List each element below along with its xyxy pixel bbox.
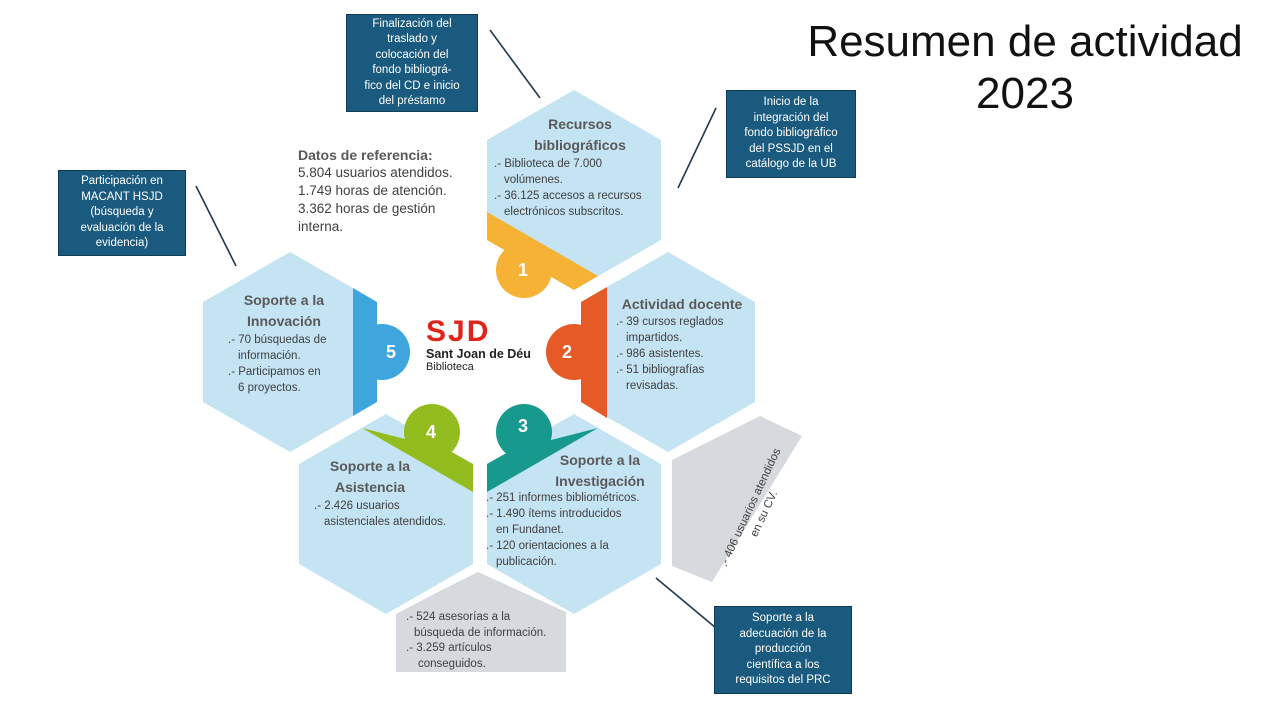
logo-name: Sant Joan de Déu [426, 347, 531, 361]
gray-note-cv-shape [672, 416, 802, 582]
list-item: .- 524 asesorías a la [406, 611, 511, 623]
list-item: .- 51 bibliografías [616, 364, 705, 376]
list-item: en Fundanet. [496, 524, 564, 536]
list-item: impartidos. [626, 332, 683, 344]
list-item: 6 proyectos. [238, 382, 301, 394]
number-badge-3: 3 [517, 416, 528, 436]
gray-note-asesorias-text: .- 524 asesorías a la búsqueda de inform… [406, 610, 566, 672]
sjd-logo: SJD Sant Joan de Déu Biblioteca [426, 315, 531, 374]
list-item: electrónicos subscritos. [504, 206, 624, 218]
callout-integracion: Inicio de la integración del fondo bibli… [726, 90, 856, 178]
callout-macant: Participación en MACANT HSJD (búsqueda y… [58, 170, 186, 256]
hex-recursos-items: .- Biblioteca de 7.000 volúmenes. .- 36.… [494, 156, 654, 220]
gray-note-asesorias-shape [396, 572, 566, 672]
number-badge-4: 4 [425, 422, 436, 442]
callout-recursos: Finalización del traslado y colocación d… [346, 14, 478, 112]
number-badge-1: 1 [517, 260, 528, 280]
number-badge-5: 5 [385, 342, 396, 362]
list-item: .- Biblioteca de 7.000 [494, 158, 603, 170]
list-item: .- 986 asistentes. [616, 348, 704, 360]
hex-docente-items: .- 39 cursos reglados impartidos. .- 986… [616, 314, 756, 394]
tab-recursos [496, 242, 552, 298]
tab-docente [546, 324, 602, 380]
list-item: .- 2.426 usuarios [314, 500, 400, 512]
hex-asistencia-items: .- 2.426 usuarios asistenciales atendido… [314, 498, 474, 530]
connector-line-macant [195, 185, 237, 267]
list-item: búsqueda de información. [414, 626, 547, 639]
title-line-1: Resumen de actividad [807, 17, 1243, 66]
title-line-2: 2023 [976, 69, 1074, 118]
list-item: información. [238, 350, 301, 362]
logo-mark: SJD [426, 315, 491, 348]
callout-recursos-text: Finalización del traslado y colocación d… [364, 17, 460, 108]
connector-line-recursos [489, 29, 541, 99]
hex-asistencia-title: Soporte a la Asistencia [329, 458, 411, 495]
list-item: .- 70 búsquedas de [228, 334, 327, 346]
reference-line: 5.804 usuarios atendidos. [298, 165, 453, 180]
list-item: asistenciales atendidos. [324, 516, 447, 528]
hex-innovacion [203, 252, 377, 452]
wedge-investigacion [487, 428, 598, 492]
list-item: .- 251 informes bibliométricos. [486, 492, 640, 504]
list-item: .- 120 orientaciones a la [486, 540, 609, 552]
list-item: .- 39 cursos reglados [616, 316, 724, 328]
callout-prc-text: Soporte a la adecuación de la producción… [735, 612, 831, 687]
hex-recursos-title: Recursos bibliográficos [534, 116, 626, 153]
callout-integracion-text: Inicio de la integración del fondo bibli… [744, 96, 838, 171]
callout-prc: Soporte a la adecuación de la producción… [714, 606, 852, 694]
tab-asistencia [404, 404, 460, 460]
connector-line-prc [655, 577, 717, 629]
reference-line: interna. [298, 219, 344, 234]
connector-line-integracion [677, 107, 717, 189]
reference-title: Datos de referencia: [298, 147, 433, 163]
hex-docente [581, 252, 755, 452]
logo-subtitle: Biblioteca [426, 361, 474, 373]
hex-investigacion-items: .- 251 informes bibliométricos. .- 1.490… [486, 490, 666, 570]
list-item: .- Participamos en [228, 366, 321, 378]
list-item: conseguidos. [418, 657, 486, 670]
tab-innovacion [354, 324, 410, 380]
wedge-asistencia [362, 428, 473, 492]
list-item: revisadas. [626, 380, 679, 392]
list-item: .- 1.490 ítems introducidos [486, 508, 622, 520]
list-item: publicación. [496, 556, 557, 568]
reference-data: Datos de referencia: 5.804 usuarios aten… [298, 146, 498, 236]
reference-line: 1.749 horas de atención. [298, 183, 447, 198]
callout-macant-text: Participación en MACANT HSJD (búsqueda y… [80, 175, 164, 250]
reference-line: 3.362 horas de gestión [298, 201, 436, 216]
hex-investigacion-title: Soporte a la Investigación [555, 452, 645, 489]
tab-investigacion [496, 404, 552, 460]
number-badge-2: 2 [561, 342, 572, 362]
page-title: Resumen de actividad 2023 [760, 16, 1280, 120]
list-item: .- 3.259 artículos [406, 642, 492, 654]
hex-innovacion-items: .- 70 búsquedas de información. .- Parti… [228, 332, 358, 396]
list-item: .- 36.125 accesos a recursos [494, 190, 642, 202]
hex-innovacion-title: Soporte a la Innovación [243, 292, 325, 329]
hex-docente-title: Actividad docente [621, 296, 743, 312]
list-item: volúmenes. [504, 174, 563, 186]
